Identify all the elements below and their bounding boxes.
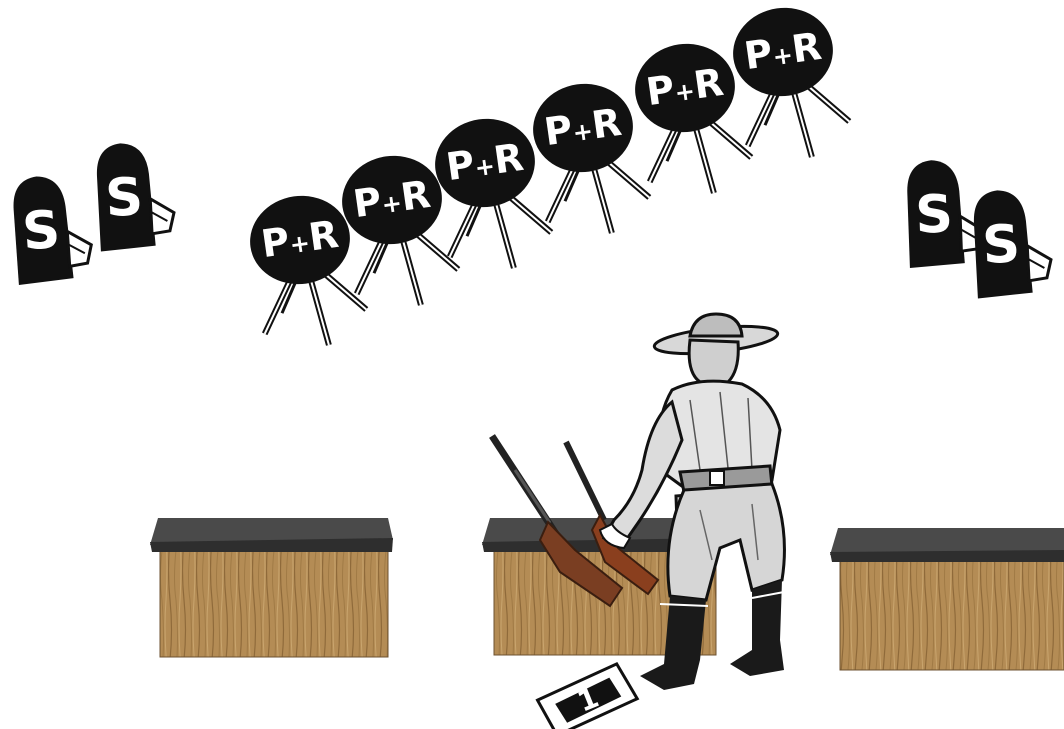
steel-target: S xyxy=(972,188,1052,299)
steel-target: S xyxy=(906,158,985,268)
start-marker: 1 xyxy=(536,662,639,729)
pr-label-r: R xyxy=(398,172,433,220)
steel-targets-right: S S xyxy=(906,158,1053,298)
steel-target-label: S xyxy=(914,185,954,246)
steel-target-label: S xyxy=(104,167,145,229)
steel-target: S xyxy=(11,173,93,285)
pr-label-r: R xyxy=(306,212,341,260)
pr-label-r: R xyxy=(589,100,624,148)
steel-target-label: S xyxy=(981,214,1022,276)
pr-label-r: R xyxy=(789,24,824,72)
steel-targets-left: S S xyxy=(11,141,175,285)
steel-target: S xyxy=(95,141,175,252)
pr-label-r: R xyxy=(491,135,526,183)
table-right xyxy=(830,528,1064,670)
pr-target: P+R xyxy=(727,1,853,166)
pr-target: P+R xyxy=(527,77,653,242)
steel-target-label: S xyxy=(20,200,62,262)
table-left xyxy=(150,518,393,657)
pr-targets: P+R P+R P+R P+R P+R xyxy=(244,1,853,354)
pr-label-r: R xyxy=(691,60,726,108)
